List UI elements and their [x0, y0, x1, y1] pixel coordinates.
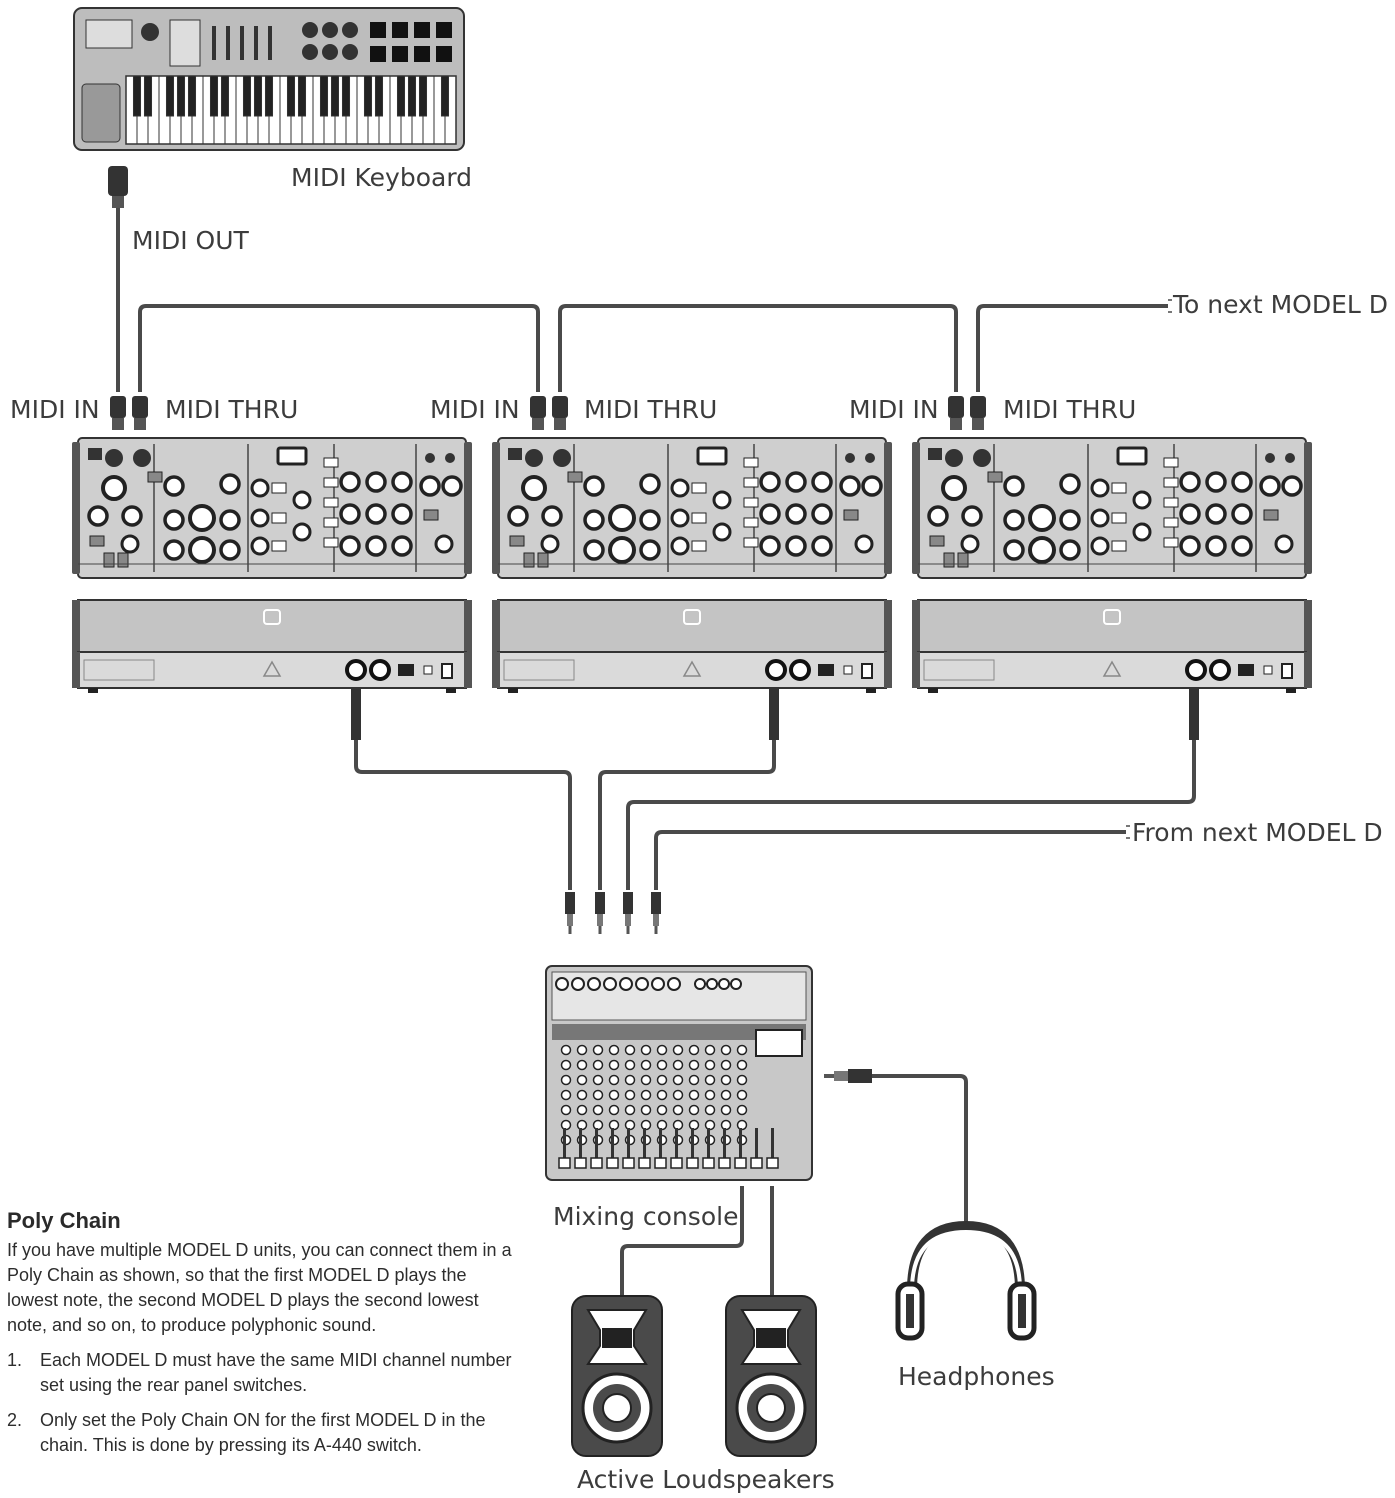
midi-out-label: MIDI OUT	[132, 228, 249, 253]
jack-plug-icon	[351, 688, 1199, 740]
midi-in-label: MIDI IN	[10, 397, 100, 422]
jack-plug-icon	[824, 1069, 872, 1083]
step-text: Each MODEL D must have the same MIDI cha…	[40, 1350, 512, 1395]
list-item: 2. Only set the Poly Chain ON for the fi…	[7, 1408, 522, 1458]
midi-thru-label: MIDI THRU	[1003, 397, 1136, 422]
active-loudspeakers-label: Active Loudspeakers	[577, 1467, 835, 1492]
step-text: Only set the Poly Chain ON for the first…	[40, 1410, 486, 1455]
step-number: 2.	[7, 1408, 22, 1433]
model-d-synth-icon	[72, 438, 1312, 578]
section-heading: Poly Chain	[7, 1208, 522, 1234]
headphones-label: Headphones	[898, 1364, 1055, 1389]
poly-chain-description: Poly Chain If you have multiple MODEL D …	[7, 1208, 522, 1468]
model-d-rear-panel-icon	[72, 600, 1312, 693]
list-item: 1. Each MODEL D must have the same MIDI …	[7, 1348, 522, 1398]
steps-list: 1. Each MODEL D must have the same MIDI …	[7, 1348, 522, 1458]
mixing-console-label: Mixing console	[553, 1204, 738, 1229]
midi-thru-label: MIDI THRU	[165, 397, 298, 422]
from-next-model-d-label: From next MODEL D	[1132, 820, 1383, 845]
section-body: If you have multiple MODEL D units, you …	[7, 1238, 522, 1338]
midi-in-label: MIDI IN	[849, 397, 939, 422]
midi-plug-icon	[108, 166, 128, 208]
midi-keyboard-label: MIDI Keyboard	[291, 165, 472, 190]
mixing-console-icon	[546, 966, 812, 1180]
step-number: 1.	[7, 1348, 22, 1373]
loudspeaker-icon	[572, 1296, 816, 1456]
headphones-icon	[898, 1226, 1034, 1338]
midi-keyboard-icon	[74, 8, 464, 150]
to-next-model-d-label: To next MODEL D	[1173, 292, 1388, 317]
midi-thru-label: MIDI THRU	[584, 397, 717, 422]
jack-plug-icon	[565, 892, 661, 934]
midi-in-label: MIDI IN	[430, 397, 520, 422]
